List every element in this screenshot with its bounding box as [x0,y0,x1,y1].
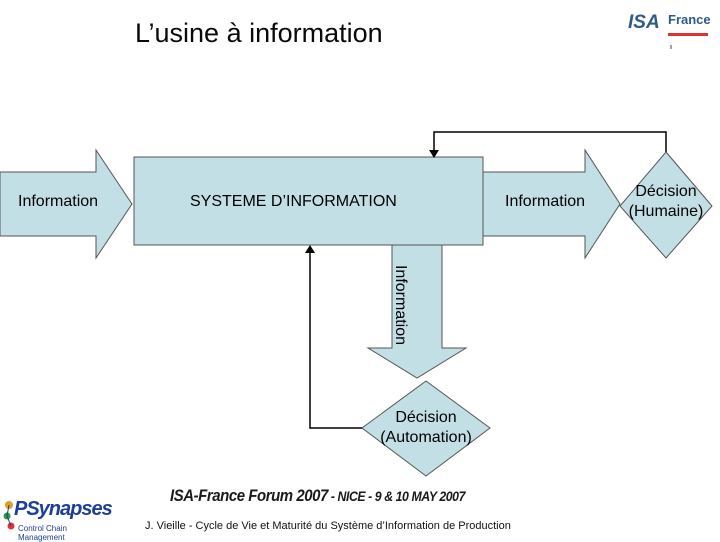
decision-human-label: Décision (Humaine) [620,182,712,222]
decision-auto-line2: (Automation) [380,429,472,446]
forum-caption: ISA-France Forum 2007 - NICE - 9 & 10 MA… [170,486,465,506]
human-feedback-line [433,131,667,152]
info-input-label: Information [18,193,99,210]
system-label: SYSTEME D’INFORMATION [190,193,397,210]
footer-credit: J. Vieille - Cycle de Vie et Maturité du… [145,520,511,532]
decision-auto-label: Décision (Automation) [365,408,487,448]
info-input-arrow [0,148,133,260]
page-title: L’usine à information [135,18,383,48]
isa-france-logo: ISA France [628,12,716,42]
decision-human-line1: Décision [635,183,697,200]
auto-feedback-arrowhead [305,245,315,253]
system-box [133,156,484,246]
psynapses-name: PSynapses [14,498,113,520]
info-output-label: Information [505,193,586,210]
decision-auto-line1: Décision [395,409,457,426]
decision-human-diamond [619,151,713,259]
logo-underline [668,33,708,36]
info-down-arrow [366,244,468,379]
forum-main: ISA-France Forum 2007 [170,486,328,505]
decision-automation-diamond [361,380,491,477]
decision-human-line2: (Humaine) [628,203,704,220]
info-down-label: Information [392,264,409,346]
human-feedback-arrowhead [429,150,439,158]
psynapses-logo: PSynapses Control Chain Management [0,496,113,542]
auto-feedback-line [309,252,362,429]
forum-detail: - NICE - 9 & 10 MAY 2007 [327,488,466,504]
molecule-icon [3,501,15,530]
info-output-arrow [482,148,621,260]
psynapses-tagline: Control Chain Management [18,524,67,542]
france-logo-text: France [668,12,711,27]
isa-logo-text: ISA [628,12,660,33]
